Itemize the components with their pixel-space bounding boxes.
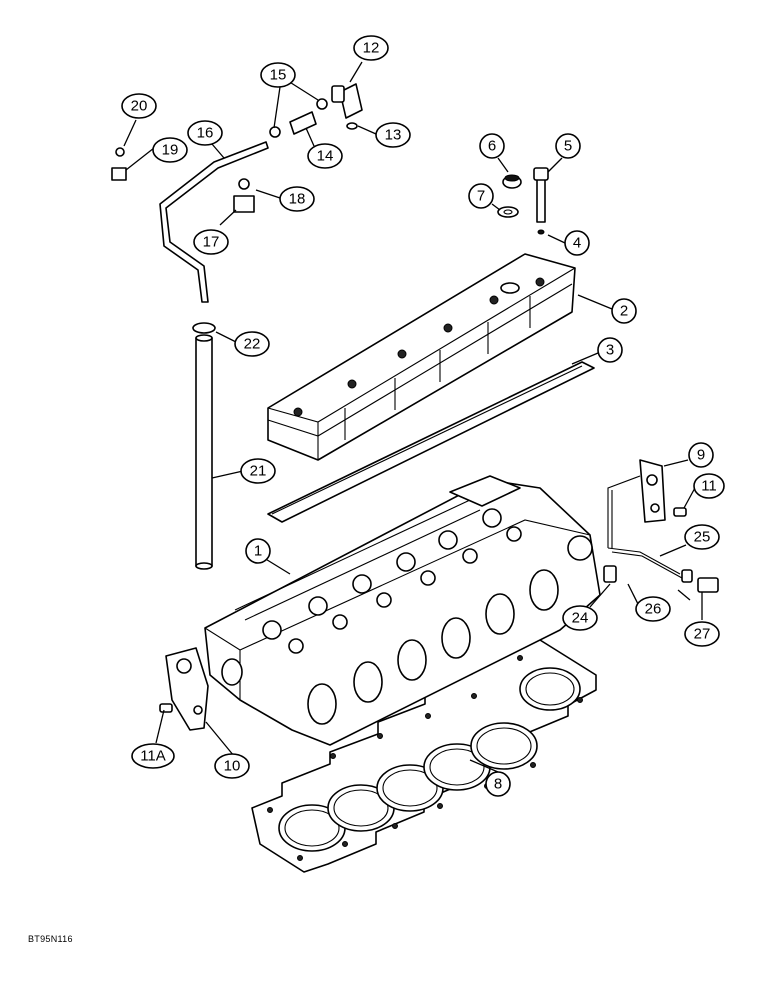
callout-14: 14 <box>307 143 343 169</box>
oil-fill-parts <box>497 167 549 235</box>
callout-label: 4 <box>573 235 581 252</box>
callout-9: 9 <box>688 442 714 468</box>
callout-label: 25 <box>694 529 711 546</box>
callout-label: 13 <box>385 127 402 144</box>
callout-label: 14 <box>317 148 334 165</box>
callout-5: 5 <box>555 133 581 159</box>
clamp-and-bolts <box>111 147 255 213</box>
callout-17: 17 <box>193 229 229 255</box>
callout-label: 21 <box>250 463 267 480</box>
callout-label: 8 <box>494 776 502 793</box>
callout-15: 15 <box>260 62 296 88</box>
callout-2: 2 <box>611 298 637 324</box>
callout-11a: 11A <box>131 743 175 769</box>
callout-11: 11 <box>693 473 725 499</box>
callout-label: 16 <box>197 125 214 142</box>
callout-label: 11 <box>701 478 717 495</box>
breather-fittings <box>269 83 363 138</box>
callout-label: 11A <box>140 748 166 765</box>
callout-label: 24 <box>572 610 589 627</box>
callout-label: 1 <box>254 543 262 560</box>
callout-22: 22 <box>234 331 270 357</box>
lifting-brackets <box>159 459 687 731</box>
callout-24: 24 <box>562 605 598 631</box>
callout-13: 13 <box>375 122 411 148</box>
callout-18: 18 <box>279 186 315 212</box>
oil-line-fittings <box>603 475 719 593</box>
head-gasket <box>251 639 597 873</box>
callout-21: 21 <box>240 458 276 484</box>
cylinder-head <box>204 475 601 746</box>
callout-16: 16 <box>187 120 223 146</box>
callout-27: 27 <box>684 621 720 647</box>
callout-8: 8 <box>485 771 511 797</box>
callout-6: 6 <box>479 133 505 159</box>
callout-20: 20 <box>121 93 157 119</box>
callout-10: 10 <box>214 753 250 779</box>
callout-label: 19 <box>162 142 179 159</box>
callout-label: 22 <box>244 336 261 353</box>
callout-1: 1 <box>245 538 271 564</box>
callout-label: 9 <box>697 447 705 464</box>
callout-26: 26 <box>635 596 671 622</box>
valve-cover <box>267 253 576 461</box>
callout-label: 10 <box>224 758 241 775</box>
callout-25: 25 <box>684 524 720 550</box>
o-ring-22 <box>192 322 216 334</box>
callout-label: 6 <box>488 138 496 155</box>
callout-label: 2 <box>620 303 628 320</box>
callout-label: 5 <box>564 138 572 155</box>
callout-label: 26 <box>645 601 662 618</box>
callout-label: 3 <box>606 342 614 359</box>
callout-label: 15 <box>270 67 287 84</box>
callout-3: 3 <box>597 337 623 363</box>
callout-label: 20 <box>131 98 148 115</box>
callout-19: 19 <box>152 137 188 163</box>
valve-cover-gasket <box>267 361 595 523</box>
callout-12: 12 <box>353 35 389 61</box>
drawing-code: BT95N116 <box>28 934 73 944</box>
callout-label: 27 <box>694 626 711 643</box>
callout-4: 4 <box>564 230 590 256</box>
callout-label: 18 <box>289 191 306 208</box>
callout-label: 12 <box>363 40 380 57</box>
long-tube <box>195 334 213 570</box>
callout-label: 17 <box>203 234 220 251</box>
breather-tube <box>159 141 269 303</box>
callout-label: 7 <box>477 188 485 205</box>
callout-7: 7 <box>468 183 494 209</box>
